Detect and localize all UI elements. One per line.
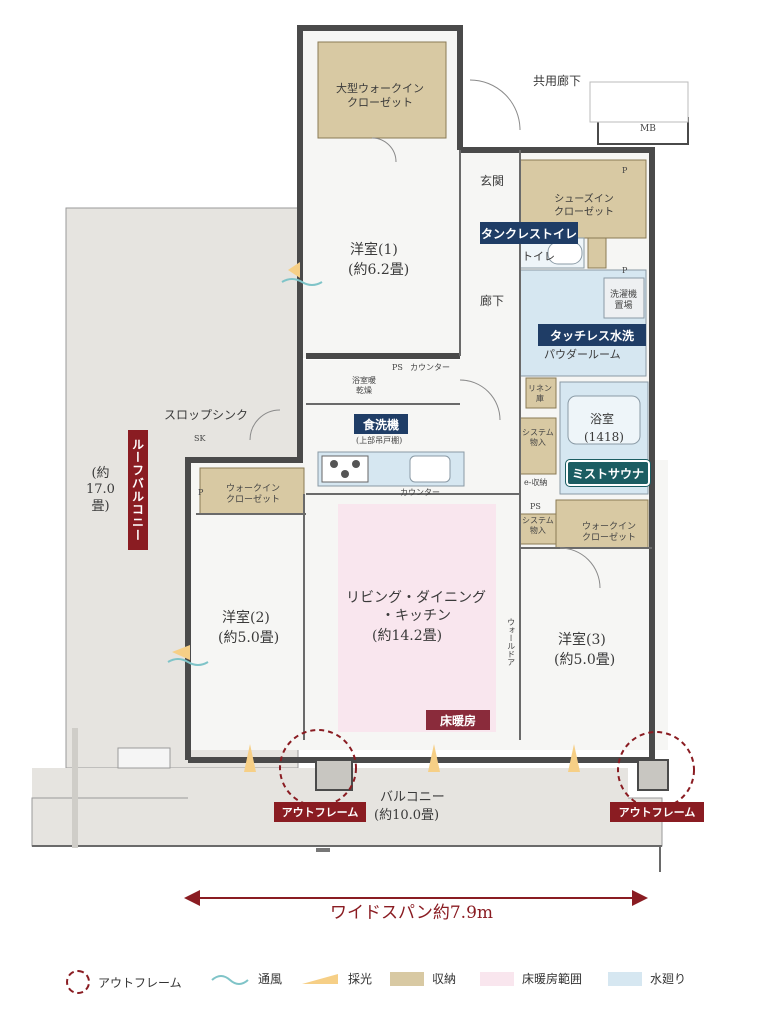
floor-heating-area [338, 504, 496, 732]
wall-door-label: ウォールドア [506, 618, 516, 666]
wide-span-arrow [184, 890, 648, 906]
mb-label: MB [640, 124, 656, 134]
toilet-label: トイレ [522, 250, 555, 263]
dashed-circle-icon [66, 970, 90, 994]
counter-label-bottom: カウンター [400, 488, 440, 497]
legend-water: 水廻り [608, 970, 686, 987]
powder-room-label: パウダールーム [544, 348, 621, 361]
room3-name: 洋室(3) [558, 632, 606, 648]
counter-label-top: カウンター [410, 363, 450, 372]
walkin-closet-2-label: ウォークインクローゼット [226, 484, 281, 505]
room1-name: 洋室(1) [350, 242, 398, 258]
roof-balcony-size: (約 17.0 畳) [86, 466, 115, 514]
entrance-label: 玄関 [480, 174, 505, 188]
legend-outframe: アウトフレーム [66, 970, 182, 994]
room2-name: 洋室(2) [222, 610, 270, 626]
walkin-closet-3 [555, 499, 649, 549]
room3-size: (約5.0畳) [554, 652, 616, 668]
p-label-room2: P [198, 488, 204, 497]
floor-heating-tag: 床暖房 [426, 710, 490, 730]
outframe-tag-right: アウトフレーム [610, 802, 704, 822]
common-corridor-label: 共用廊下 [533, 74, 582, 88]
legend-wind: 通風 [210, 970, 282, 987]
living-room-size: (約14.2畳) [372, 628, 443, 644]
slop-sink-label: スロップシンク [164, 408, 249, 422]
balcony-size: (約10.0畳) [374, 808, 440, 823]
legend-storage: 収納 [390, 970, 456, 987]
sk-label: SK [194, 434, 206, 443]
room2-size: (約5.0畳) [218, 630, 280, 646]
touchless-faucet-tag: タッチレス水洗 [538, 324, 646, 346]
storage-swatch [390, 971, 424, 986]
p-label-toilet: P [622, 266, 628, 275]
outframe-circle-right [617, 731, 695, 809]
system-storage-label: システム物入 [522, 428, 554, 447]
bath-dryer-label: 浴室暖乾燥 [352, 376, 376, 395]
mist-sauna-tag: ミストサウナ [566, 460, 650, 486]
p-label-shoes: P [622, 166, 628, 175]
bathroom-size-label: (1418) [584, 430, 624, 444]
linen-storage-label: リネン庫 [528, 384, 552, 403]
legend-floor-heating: 床暖房範囲 [480, 970, 582, 987]
outframe-circle-left [279, 729, 357, 807]
legend-light: 採光 [300, 970, 372, 987]
roof-balcony-tag: ルーフバルコニー [128, 430, 148, 550]
walkin-closet-3-label: ウォークインクローゼット [582, 522, 637, 543]
laundry-label: 洗濯機置場 [610, 290, 638, 311]
system-storage2-label: システム物入 [522, 516, 554, 535]
balcony-label: バルコニー [380, 790, 445, 805]
ventilation-indicators [167, 262, 580, 772]
ps-label-left: PS [392, 363, 403, 372]
living-room-name: リビング・ダイニング・キッチン [346, 590, 486, 624]
shoes-closet-label: シューズインクローゼット [554, 194, 614, 218]
sunlight-icon [302, 973, 338, 984]
dishwasher-note: (上部吊戸棚) [356, 436, 403, 445]
ps-label-right: PS [530, 502, 541, 511]
big-walkin-closet [317, 41, 447, 139]
wind-wave-icon [211, 974, 249, 985]
room1-size: (約6.2畳) [348, 262, 410, 278]
water-swatch [608, 971, 642, 986]
floor-heating-swatch [480, 971, 514, 986]
big-walkin-closet-label: 大型ウォークインクローゼット [336, 82, 424, 109]
outframe-tag-left: アウトフレーム [274, 802, 366, 822]
e-storage-label: e-収納 [524, 478, 548, 487]
dishwasher-tag: 食洗機 [354, 414, 408, 434]
wide-span-label: ワイドスパン約7.9m [330, 903, 494, 923]
bathroom-label: 浴室 [590, 412, 615, 426]
hallway-label: 廊下 [480, 294, 505, 308]
tankless-toilet-tag: タンクレストイレ [480, 222, 578, 244]
